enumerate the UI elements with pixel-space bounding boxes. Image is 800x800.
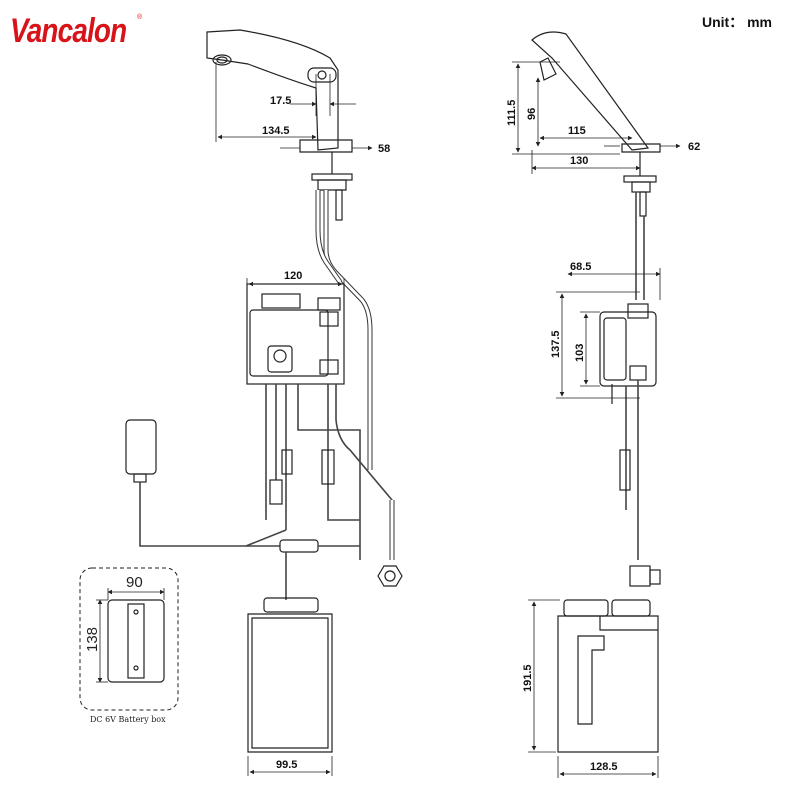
dim-17-5: 17.5 — [270, 95, 291, 107]
dim-115: 115 — [568, 125, 586, 137]
faucet-front — [206, 29, 353, 221]
battery-caption: DC 6V Battery box — [90, 715, 166, 724]
dim-99-5: 99.5 — [276, 759, 297, 771]
control-box-side — [599, 303, 657, 560]
battery-height: 138 — [84, 627, 101, 652]
dim-191-5: 191.5 — [522, 664, 534, 692]
soap-bottle-side — [557, 599, 659, 753]
dim-96: 96 — [526, 108, 538, 120]
soap-bottle-front — [247, 597, 333, 753]
power-adapter — [125, 419, 360, 600]
dim-58: 58 — [378, 143, 390, 155]
front-view: 17.5 134.5 58 120 — [79, 29, 403, 776]
dim-128-5: 128.5 — [590, 761, 618, 773]
dim-68-5: 68.5 — [570, 261, 591, 273]
dim-120: 120 — [284, 270, 302, 282]
dim-134-5: 134.5 — [262, 125, 290, 137]
dim-103: 103 — [574, 344, 586, 362]
side-view: 111.5 96 115 62 130 68.5 137.5 — [506, 31, 700, 778]
dim-62: 62 — [688, 141, 700, 153]
brand-logo: Vancalon — [10, 12, 127, 50]
unit-label: Unit： mm — [702, 14, 772, 30]
solenoid-valve — [377, 500, 403, 587]
battery-width: 90 — [126, 574, 143, 591]
dim-137-5: 137.5 — [550, 330, 562, 358]
dim-111-5: 111.5 — [506, 100, 518, 126]
dim-130: 130 — [570, 155, 588, 167]
control-box — [246, 283, 345, 385]
battery-box-detail: 90 138 DC 6V Battery box — [79, 567, 179, 724]
registered-mark: ® — [137, 14, 143, 21]
faucet-side — [531, 31, 661, 217]
